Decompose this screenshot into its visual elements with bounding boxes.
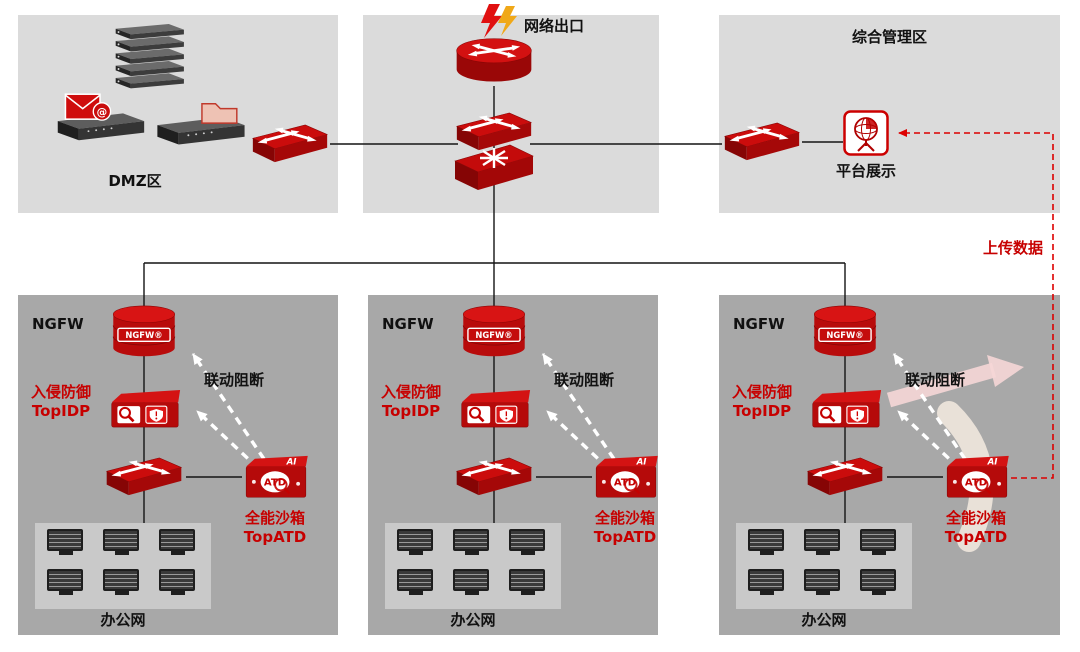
at-symbol: @: [97, 106, 108, 118]
server-rack-stack-icon: [100, 24, 192, 96]
computer-icon: [804, 569, 842, 597]
atd-ai-text: AI: [636, 458, 648, 468]
management-zone-label: 综合管理区: [851, 28, 927, 46]
office-network-label: 办公网: [450, 611, 496, 629]
topidp-device-icon: [456, 387, 532, 431]
office-network-label: 办公网: [100, 611, 146, 629]
computer-icon: [748, 569, 786, 597]
computer-icon: [47, 529, 85, 557]
lightning-bolts-icon: [476, 4, 522, 38]
office-network-box: [35, 523, 211, 609]
file-server-icon: [150, 96, 250, 158]
access-switch-icon: [803, 455, 887, 499]
computer-icon: [47, 569, 85, 597]
computer-icon: [159, 529, 197, 557]
office-network-label: 办公网: [801, 611, 847, 629]
computer-icon: [397, 529, 435, 557]
aggregation-switch-icon: [452, 140, 536, 196]
topidp-device-icon: [106, 387, 182, 431]
linkage-block-label: 联动阻断: [204, 371, 265, 389]
computer-icon: [804, 529, 842, 557]
dmz-zone-label: DMZ区: [108, 172, 162, 190]
office-network-box: [736, 523, 912, 609]
topatd-device-icon: AI ATD: [592, 453, 660, 503]
internet-router-icon: [452, 32, 536, 90]
atd-ai-text: AI: [286, 458, 298, 468]
core-switch-icon: [454, 110, 534, 154]
internet-exit-label: 网络出口: [524, 17, 585, 35]
management-zone-box: [719, 15, 1060, 213]
ngfw-device-text: NGFW®: [475, 330, 512, 340]
ngfw-firewall-icon: NGFW®: [108, 305, 180, 359]
topatd-device-icon: AI ATD: [242, 453, 310, 503]
access-switch-icon: [102, 455, 186, 499]
computer-icon: [453, 569, 491, 597]
ngfw-firewall-icon: NGFW®: [809, 305, 881, 359]
computer-icon: [397, 569, 435, 597]
computer-icon: [509, 529, 547, 557]
ngfw-label: NGFW: [382, 315, 434, 333]
computer-icon: [159, 569, 197, 597]
platform-display-label: 平台展示: [835, 162, 896, 180]
computer-icon: [748, 529, 786, 557]
topidp-device-icon: [807, 387, 883, 431]
ngfw-firewall-icon: NGFW®: [458, 305, 530, 359]
ngfw-device-text: NGFW®: [125, 330, 162, 340]
linkage-block-label: 联动阻断: [905, 371, 966, 389]
ngfw-device-text: NGFW®: [826, 330, 863, 340]
platform-display-icon: [843, 110, 889, 156]
topatd-device-icon: AI ATD: [943, 453, 1011, 503]
computer-icon: [103, 569, 141, 597]
access-switch-icon: [452, 455, 536, 499]
upload-data-label: 上传数据: [982, 239, 1043, 257]
mail-server-icon: @: [52, 92, 148, 154]
computer-icon: [860, 529, 898, 557]
dmz-switch-icon: [250, 122, 330, 166]
upload-data-dashed-line: [898, 129, 1054, 479]
computer-icon: [103, 529, 141, 557]
management-switch-icon: [722, 120, 802, 164]
ngfw-label: NGFW: [32, 315, 84, 333]
linkage-block-label: 联动阻断: [554, 371, 615, 389]
atd-ai-text: AI: [987, 458, 999, 468]
computer-icon: [509, 569, 547, 597]
office-network-box: [385, 523, 561, 609]
ngfw-label: NGFW: [733, 315, 785, 333]
computer-icon: [860, 569, 898, 597]
computer-icon: [453, 529, 491, 557]
